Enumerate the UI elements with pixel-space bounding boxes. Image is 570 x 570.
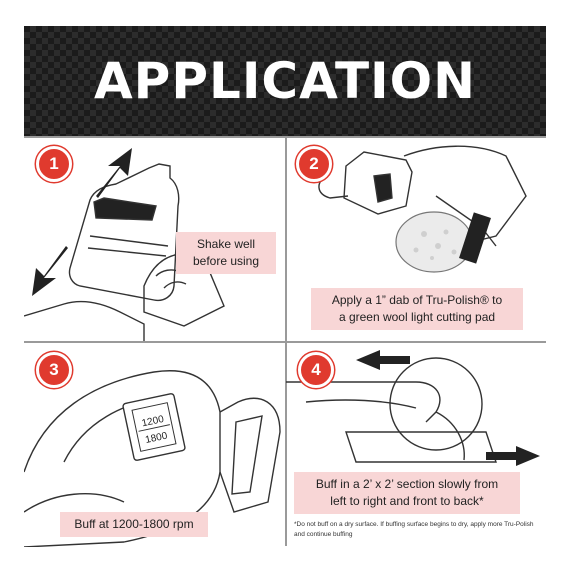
- caption-line: Buff in a 2’ x 2’ section slowly from: [315, 477, 499, 491]
- footnote-line: and continue buffing: [294, 531, 353, 538]
- steps-grid: 1 Shake well before using 2 Apply a 1”: [24, 136, 547, 547]
- polisher-speed-illustration: 1200 1800: [24, 370, 281, 547]
- footnote: *Do not buff on a dry surface. If buffin…: [294, 520, 544, 540]
- caption-line: a green wool light cutting pad: [338, 310, 496, 324]
- dial-bottom-value: 1800: [144, 430, 168, 445]
- step-3-caption: Buff at 1200-1800 rpm: [60, 512, 208, 537]
- wool-pad-icon: [395, 211, 473, 273]
- arrow-left-icon: [356, 350, 410, 370]
- apply-polish-illustration: [318, 145, 527, 273]
- step-1-badge: 1: [36, 146, 72, 182]
- footnote-line: *Do not buff on a dry surface. If buffin…: [294, 521, 534, 528]
- caption-line: left to right and front to back*: [330, 494, 484, 508]
- step-2-panel: 2 Apply a 1” dab of Tru-Polish® to a gre…: [286, 136, 547, 341]
- step-1-caption: Shake well before using: [176, 232, 276, 274]
- step-3-panel: 1200 1800 3 Buff at 1200-1800 rpm: [24, 342, 285, 547]
- step-3-badge: 3: [36, 352, 72, 388]
- step-2-badge: 2: [296, 146, 332, 182]
- step-4-badge: 4: [298, 352, 334, 388]
- divider: [285, 136, 287, 546]
- step-1-panel: 1 Shake well before using: [24, 136, 285, 341]
- page-title: APPLICATION: [93, 52, 477, 110]
- caption-line: Buff at 1200-1800 rpm: [74, 517, 194, 531]
- speed-dial-icon: 1200 1800: [122, 393, 186, 461]
- step-4-panel: 4 Buff in a 2’ x 2’ section slowly from …: [286, 342, 547, 547]
- shake-arrows-icon: [32, 148, 132, 296]
- caption-line: Apply a 1” dab of Tru-Polish® to: [331, 293, 503, 307]
- shake-bottle-illustration: [24, 148, 225, 341]
- step-2-caption: Apply a 1” dab of Tru-Polish® to a green…: [311, 288, 523, 330]
- arrow-right-icon: [486, 446, 540, 466]
- polisher-handle-icon: [459, 212, 491, 264]
- caption-line: before using: [192, 254, 260, 268]
- caption-line: Shake well: [196, 237, 256, 251]
- step-4-caption: Buff in a 2’ x 2’ section slowly from le…: [294, 472, 520, 514]
- header-banner: APPLICATION: [24, 26, 546, 136]
- dial-top-value: 1200: [141, 414, 165, 429]
- buff-motion-illustration: [286, 350, 540, 466]
